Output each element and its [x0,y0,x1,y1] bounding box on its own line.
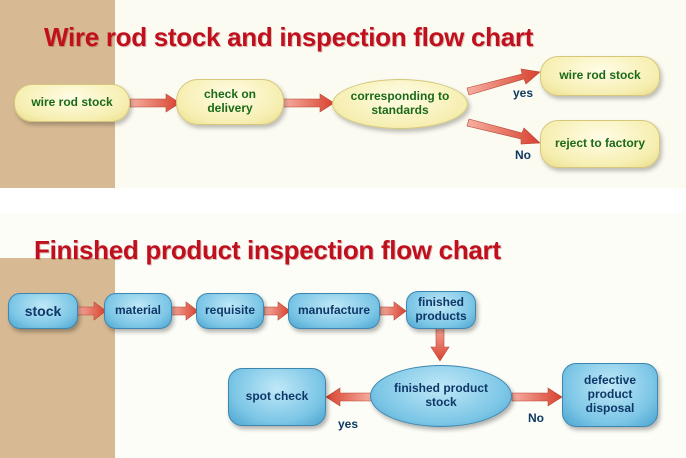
arrow-standards-to-yes [466,68,541,96]
yes-label: yes [338,417,359,431]
finished-product-flow-title: Finished product inspection flow chart [34,235,501,265]
arrow-stock-to-material [75,301,107,321]
manufacture-node: manufacture [288,293,380,329]
arrow-material-to-requisite [169,301,199,321]
spot-check-node: spot check [228,368,326,426]
material-node: material [104,293,172,329]
no-label: No [515,148,531,162]
arrow-manufacture-to-finished [379,301,407,321]
yes-label: yes [513,86,534,100]
tan-side-strip [0,258,115,458]
arrow-finished-to-stock [430,324,450,362]
wire-rod-stock-node: wire rod stock [14,84,130,122]
stock-node: stock [8,293,78,329]
no-label: No [528,411,544,425]
arrow-stock-to-spot-check [325,387,373,407]
finished-product-flow-panel: Finished product inspection flow chart s… [0,213,686,458]
arrow-check-to-standards [282,93,335,113]
arrow-stock-to-defective [511,387,563,407]
arrow-standards-to-no [466,118,541,145]
top-flow-arrows [129,68,541,145]
reject-to-factory-node: reject to factory [540,120,660,168]
requisite-node: requisite [196,293,264,329]
wire-rod-stock-result-node: wire rod stock [540,56,660,96]
wire-rod-flow-title: Wire rod stock and inspection flow chart [44,22,534,52]
wire-rod-flow-panel: Wire rod stock and inspection flow chart… [0,0,686,188]
arrow-requisite-to-manufacture [263,301,291,321]
bottom-flow-arrows [75,301,563,407]
arrow-stock-to-check [129,93,181,113]
